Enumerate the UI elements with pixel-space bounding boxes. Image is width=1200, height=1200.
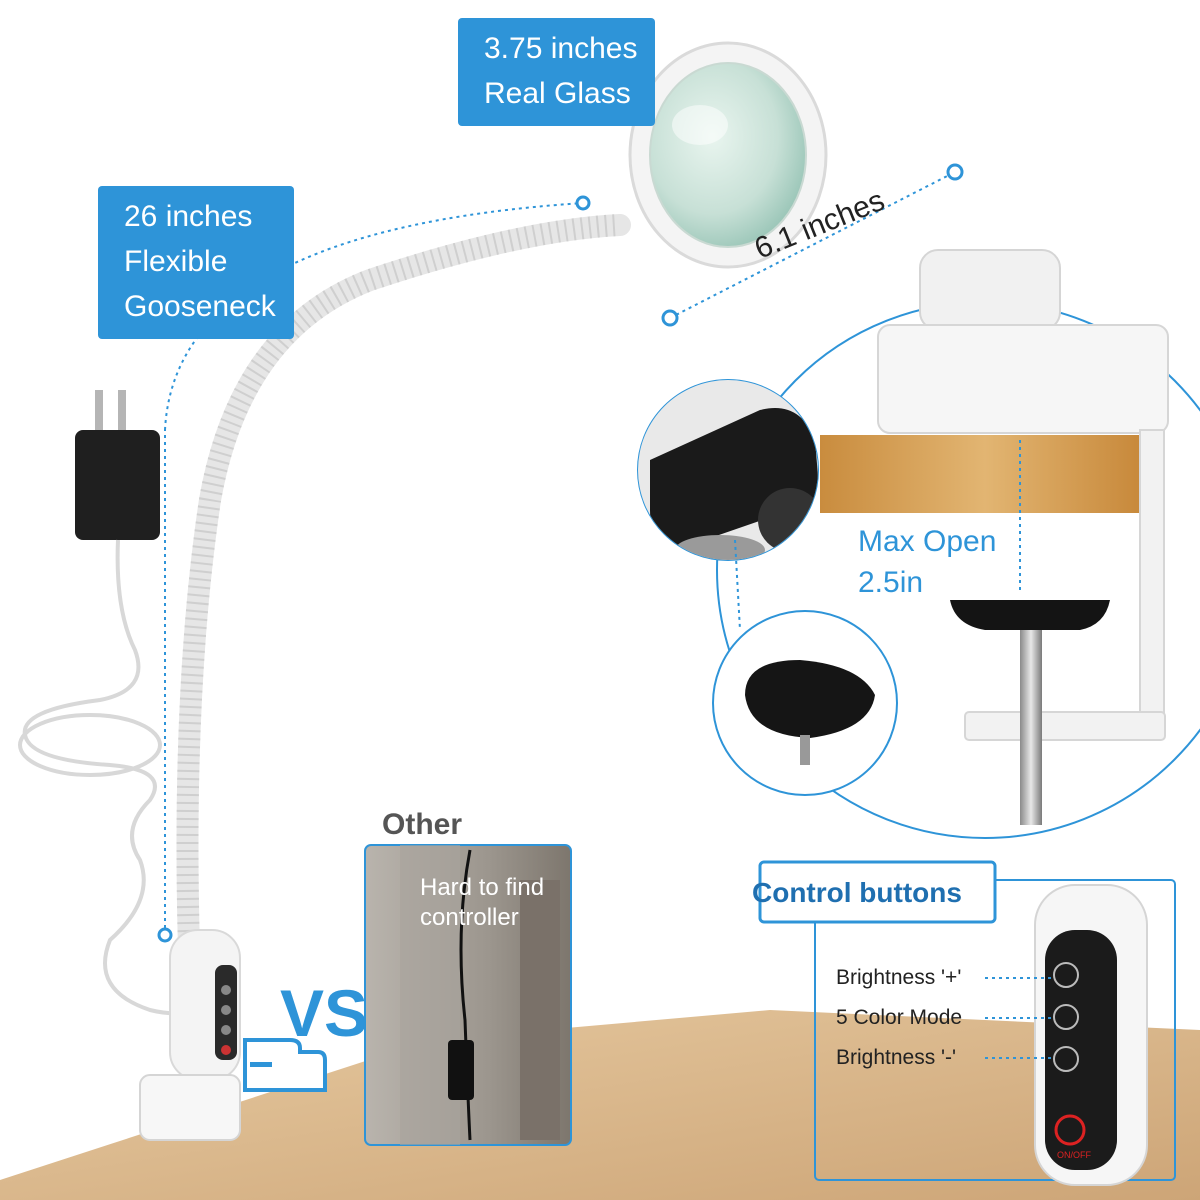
other-caption-2: controller [420,904,519,931]
glass-size-label: 3.75 inches [484,32,638,65]
glass-type-label: Real Glass [484,77,631,110]
glass-callout: 3.75 inches Real Glass [458,18,656,126]
other-title: Other [382,808,463,841]
other-caption-1: Hard to find [420,874,545,901]
measure-lines [164,171,956,935]
controller-closeup [1034,884,1148,1186]
control-buttons-title: Control buttons [752,877,962,908]
gooseneck-length-label: 26 inches [124,200,253,233]
zoom-pad-bottom [712,610,898,796]
gooseneck-callout: 26 inches Flexible Gooseneck [98,186,294,339]
power-label: ON/OFF [1057,1150,1091,1160]
gooseneck-type-label: Flexible [124,245,228,278]
max-open-value: 2.5in [858,566,924,599]
gooseneck-name-label: Gooseneck [124,290,276,323]
desk-surface [0,1010,1200,1200]
power-adapter [18,390,222,1016]
pointing-hand-icon [243,1038,327,1092]
color-mode-label: 5 Color Mode [836,1006,963,1029]
brightness-up-label: Brightness '+' [836,966,962,989]
zoom-pad-top [637,379,819,561]
brightness-down-label: Brightness '-' [836,1046,957,1069]
vs-label: VS [280,976,369,1050]
other-controller-photo [364,844,572,1146]
max-open-label: Max Open [858,525,997,558]
clamp-detail [820,249,1169,825]
lamp-base [139,929,241,1141]
magnifier-head [628,41,828,269]
